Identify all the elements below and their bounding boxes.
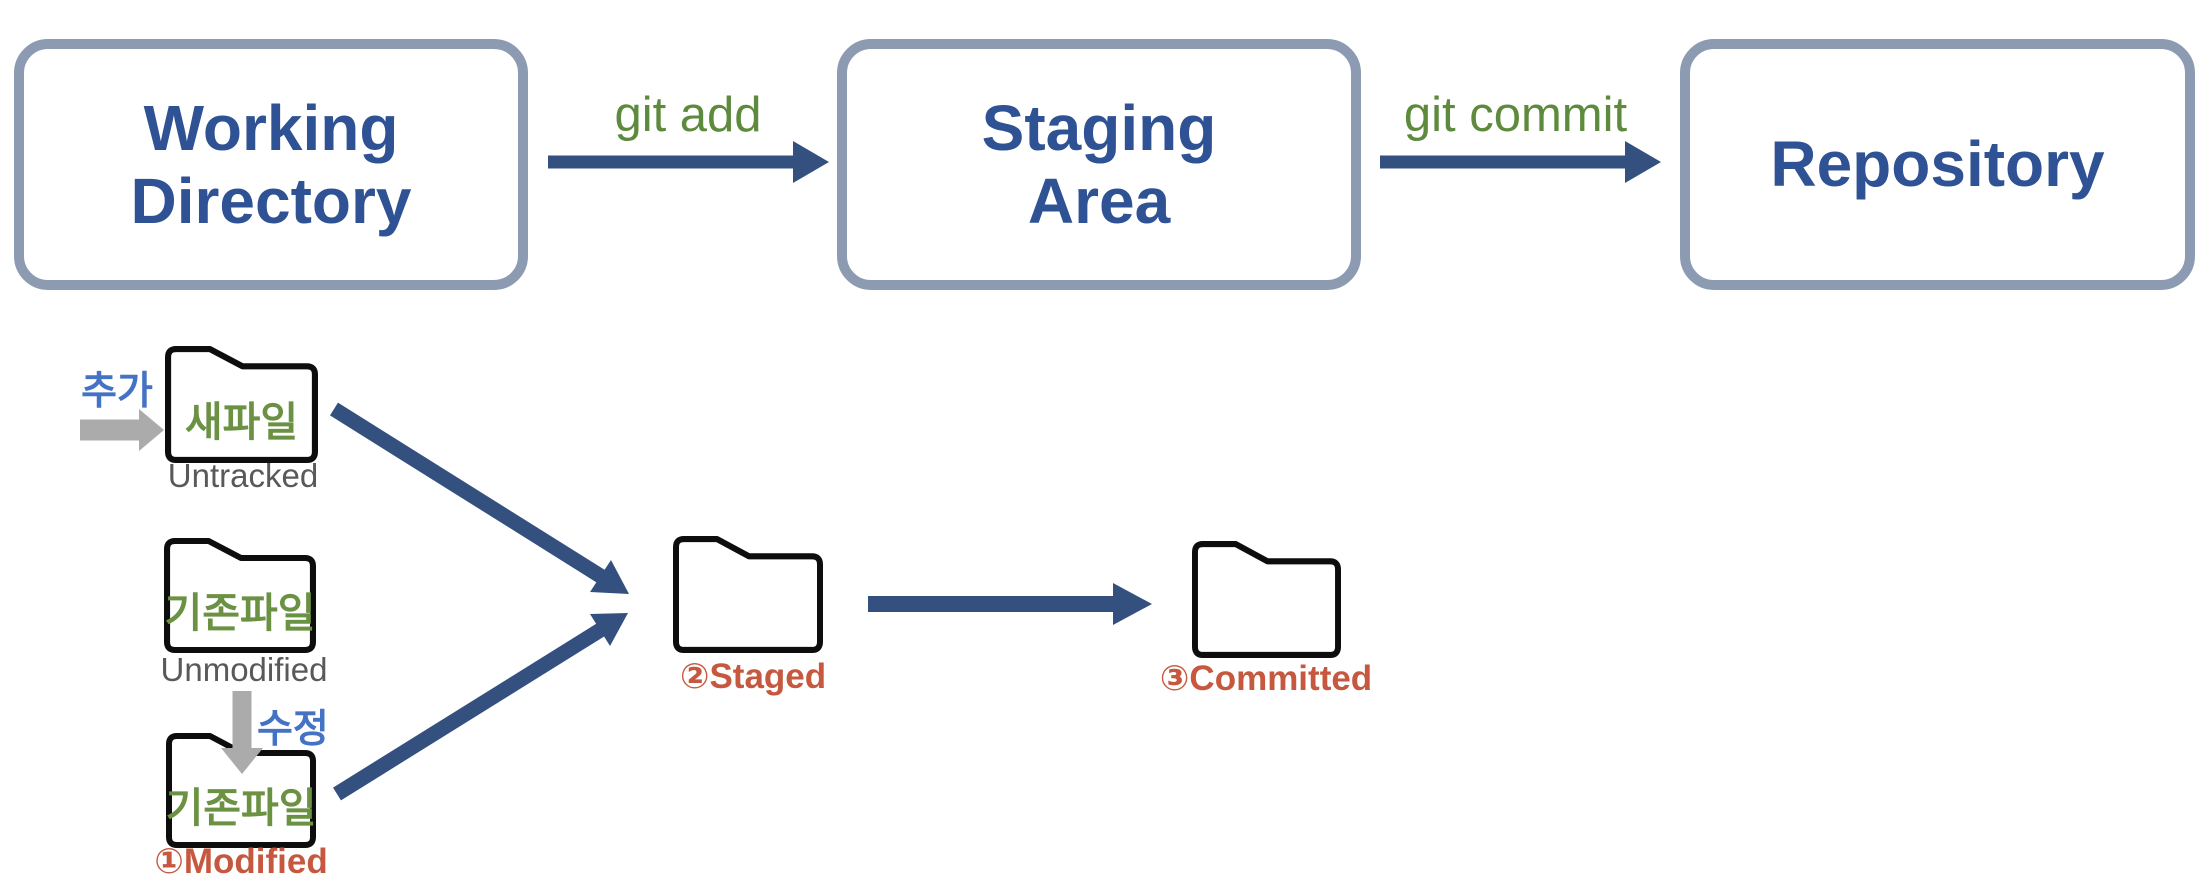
node-staging-area-label: Staging Area bbox=[981, 92, 1217, 237]
git-add-command-label: git add bbox=[614, 88, 762, 142]
folder-icon bbox=[165, 346, 318, 463]
modified-file-folder: 기존파일 bbox=[166, 733, 316, 848]
node-working-directory-label: Working Directory bbox=[130, 92, 412, 237]
node-repository: Repository bbox=[1680, 39, 2195, 290]
committed-status-label: ③Committed bbox=[1159, 659, 1373, 698]
untracked-file-folder: 새파일 bbox=[165, 346, 318, 463]
staged-to-committed-arrow-icon bbox=[868, 583, 1152, 625]
unmodified-file-folder: 기존파일 bbox=[164, 538, 316, 653]
folder-icon bbox=[164, 538, 316, 653]
modified-status-label: ①Modified bbox=[154, 842, 328, 881]
unmodified-file-name: 기존파일 bbox=[164, 589, 316, 636]
folder-icon bbox=[166, 733, 316, 848]
git-add-arrow-icon bbox=[548, 141, 829, 183]
unmodified-status-label: Unmodified bbox=[160, 651, 328, 688]
git-commit-command-label: git commit bbox=[1403, 88, 1628, 142]
folder-icon bbox=[673, 536, 823, 653]
node-working-directory: Working Directory bbox=[14, 39, 528, 290]
committed-folder bbox=[1192, 541, 1341, 658]
add-action-label: 추가 bbox=[81, 370, 153, 413]
modified-file-name: 기존파일 bbox=[165, 784, 317, 831]
node-repository-label: Repository bbox=[1770, 128, 2105, 201]
git-commit-arrow-icon bbox=[1380, 141, 1661, 183]
untracked-file-name: 새파일 bbox=[184, 398, 299, 445]
staged-folder bbox=[673, 536, 823, 653]
folder-icon bbox=[1192, 541, 1341, 658]
modified-to-staged-arrow-icon bbox=[333, 613, 628, 801]
untracked-status-label: Untracked bbox=[167, 457, 319, 494]
node-staging-area: Staging Area bbox=[837, 39, 1361, 290]
staged-status-label: ②Staged bbox=[679, 657, 827, 696]
untracked-to-staged-arrow-icon bbox=[330, 402, 629, 594]
add-file-arrow-icon bbox=[80, 409, 164, 451]
modify-action-label: 수정 bbox=[257, 708, 329, 751]
